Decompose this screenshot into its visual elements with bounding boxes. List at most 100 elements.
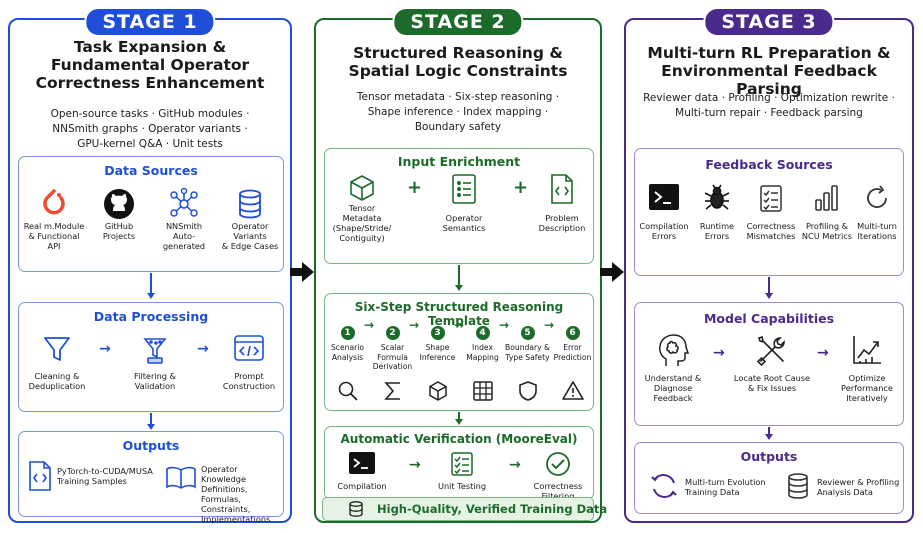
step-arrow: → <box>454 318 465 332</box>
step-number-badge: 2 <box>385 326 400 340</box>
stage-1-outputs-title: Outputs <box>122 438 180 453</box>
checklist-icon <box>760 185 782 212</box>
step-number-badge: 3 <box>430 326 445 340</box>
pytorch-icon <box>43 189 65 215</box>
code-file-icon <box>29 461 51 491</box>
capability-arrow-2: → <box>817 345 829 361</box>
terminal-icon <box>649 184 679 210</box>
feedback-profiling-metrics: Profiling &NCU Metrics <box>799 183 855 241</box>
step-number-badge: 5 <box>520 326 535 340</box>
list-doc-icon <box>452 174 476 204</box>
verification-title: Automatic Verification (MooreEval) <box>340 432 578 446</box>
database-icon <box>239 189 261 219</box>
stage-1-badge: STAGE 1 <box>84 7 216 37</box>
stage-2-to-3-arrow <box>600 262 624 282</box>
database-icon <box>349 501 363 517</box>
graph-icon <box>170 187 198 217</box>
stage-2-panel: STAGE 2 Structured Reasoning & Spatial L… <box>314 7 602 523</box>
data-processing-title: Data Processing <box>93 309 209 324</box>
book-icon <box>166 466 196 489</box>
github-icon <box>104 189 134 219</box>
stage-1-to-2-arrow <box>290 262 314 282</box>
stage-2-subtitle: Tensor metadata · Six-step reasoning · S… <box>356 91 560 133</box>
brain-head-icon <box>659 334 690 366</box>
stage-3-title: Multi-turn RL Preparation & Environmenta… <box>647 44 891 98</box>
step-arrow: → <box>499 318 510 332</box>
stage-3-panel: STAGE 3 Multi-turn RL Preparation & Envi… <box>624 7 914 523</box>
warning-icon <box>561 381 584 400</box>
code-doc-icon <box>551 174 573 204</box>
checklist-icon <box>451 452 473 476</box>
cycle-icon <box>651 474 677 498</box>
processing-cleaning: Cleaning &Deduplication <box>25 333 89 391</box>
stage-1-panel: STAGE 1 Task Expansion & Fundamental Ope… <box>8 7 292 524</box>
data-sources-box: Data Sources Real m.Module& Functional A… <box>18 156 284 272</box>
feedback-sources-title: Feedback Sources <box>705 157 833 172</box>
stage-1-title: Task Expansion & Fundamental Operator Co… <box>35 38 265 92</box>
input-enrichment-title: Input Enrichment <box>397 154 521 169</box>
verification-unit-testing: Unit Testing <box>429 451 495 491</box>
bug-icon <box>704 184 730 210</box>
reasoning-template-box: Six-Step Structured Reasoning Template 1… <box>324 293 594 411</box>
step-label: Boundary &Type Safety <box>505 343 550 362</box>
processing-arrow-1: → <box>99 341 111 357</box>
stage-3-subtitle: Reviewer data · Profiling · Optimization… <box>643 92 895 119</box>
capability-locate-root-cause: Locate Root Cause& Fix Issues <box>731 333 813 393</box>
flask-icon <box>143 338 167 364</box>
high-quality-data-label: High-Quality, Verified Training Data <box>377 502 608 516</box>
grid-icon <box>472 381 493 401</box>
stage-2-title: Structured Reasoning & Spatial Logic Con… <box>348 44 568 80</box>
step-arrow: → <box>364 318 375 332</box>
sigma-icon <box>383 382 400 400</box>
verification-compilation: Compilation <box>329 451 395 491</box>
data-sources-title: Data Sources <box>104 163 198 178</box>
cube-icon <box>350 175 374 201</box>
magnifier-icon <box>338 381 358 401</box>
step-arrow: → <box>544 318 555 332</box>
tools-icon <box>756 335 785 367</box>
stage-3-badge: STAGE 3 <box>703 7 835 37</box>
verification-arrow-2: → <box>509 457 521 473</box>
bar-chart-icon <box>815 185 838 211</box>
capability-arrow-1: → <box>713 345 725 361</box>
reasoning-template-title: Six-Step Structured Reasoning Template <box>354 300 564 328</box>
model-capabilities-title: Model Capabilities <box>703 311 835 326</box>
plus-sign-1: + <box>407 177 423 198</box>
verification-box: Automatic Verification (MooreEval) Compi… <box>324 426 594 501</box>
source-pytorch: Real m.Module& Functional API <box>23 187 85 251</box>
step-number-badge: 4 <box>475 326 490 340</box>
source-operator-variants: Operator Variants& Edge Cases <box>217 187 283 251</box>
processing-filtering: Filtering &Validation <box>123 333 187 391</box>
funnel-icon <box>44 337 70 361</box>
shield-icon <box>518 381 537 401</box>
stage-2-badge: STAGE 2 <box>392 7 524 37</box>
cube-outline-icon <box>428 381 447 401</box>
refresh-icon <box>867 185 887 208</box>
code-window-icon <box>234 335 264 361</box>
processing-arrow-2: → <box>197 341 209 357</box>
